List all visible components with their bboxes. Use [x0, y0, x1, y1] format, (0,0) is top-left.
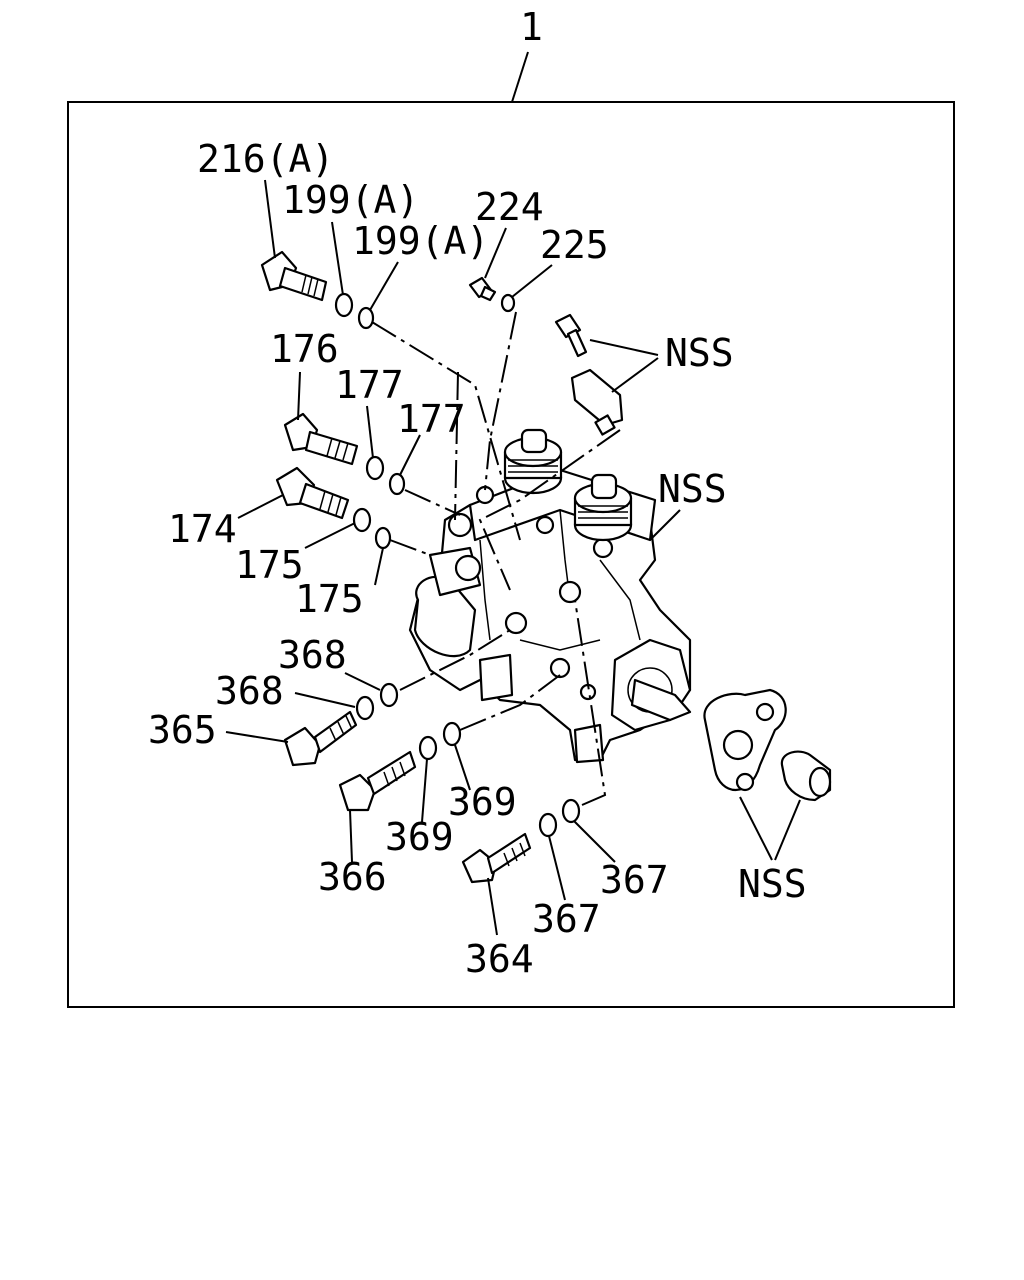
- washer-368-2: [355, 695, 375, 721]
- assembly-leader: [511, 51, 529, 103]
- washer-199a-1: [334, 292, 354, 318]
- washer-367-2: [561, 798, 581, 824]
- bolt-224: [468, 276, 497, 302]
- assembly-frame: [67, 101, 955, 1008]
- callout-nss-3: NSS: [738, 862, 807, 906]
- callout-224: 224: [475, 185, 544, 229]
- pump-top-unit-right: [573, 473, 633, 542]
- washer-177-1: [365, 455, 385, 481]
- sensor-bolt: [554, 313, 588, 358]
- pump-top-unit-left: [503, 428, 563, 495]
- callout-199a-1: 199(A): [282, 178, 419, 222]
- washer-175-1: [352, 507, 372, 533]
- callout-216a: 216(A): [197, 137, 334, 181]
- bolt-366: [338, 750, 417, 812]
- callout-365: 365: [148, 708, 217, 752]
- assembly-path-lines: [371, 311, 621, 806]
- callout-367-2: 367: [532, 897, 601, 941]
- callout-nss-1: NSS: [665, 331, 734, 375]
- washer-369-2: [442, 721, 462, 747]
- injection-pump-body: [408, 468, 692, 764]
- callout-366: 366: [318, 855, 387, 899]
- drive-flange-part: [703, 688, 787, 792]
- bolt-364: [461, 832, 532, 884]
- washer-369-1: [418, 735, 438, 761]
- callout-199a-2: 199(A): [352, 219, 489, 263]
- callout-367-1: 367: [600, 858, 669, 902]
- callout-369-1: 369: [448, 780, 517, 824]
- washer-177-2: [388, 472, 406, 496]
- callout-177-2: 177: [397, 397, 466, 441]
- callout-177-1: 177: [335, 363, 404, 407]
- callout-nss-2: NSS: [658, 467, 727, 511]
- washer-199a-2: [357, 306, 375, 330]
- assembly-number-label: 1: [520, 5, 543, 49]
- washer-175-2: [374, 526, 392, 550]
- callout-175-1: 175: [235, 543, 304, 587]
- callout-225: 225: [540, 223, 609, 267]
- washer-225: [500, 293, 516, 313]
- leader-lines: [225, 179, 801, 936]
- callout-364: 364: [465, 937, 534, 981]
- washer-368-1: [379, 682, 399, 708]
- callout-174: 174: [168, 507, 237, 551]
- callout-368-2: 368: [215, 669, 284, 713]
- callout-175-2: 175: [295, 577, 364, 621]
- bolt-216: [260, 250, 328, 302]
- bolt-365: [283, 710, 358, 767]
- bolt-174: [275, 466, 350, 520]
- callout-368-1: 368: [278, 633, 347, 677]
- callout-369-2: 369: [385, 815, 454, 859]
- bolt-176: [283, 412, 359, 466]
- sleeve-part: [780, 750, 832, 802]
- sensor-part: [570, 368, 624, 436]
- callout-176: 176: [270, 327, 339, 371]
- callout-labels: 216(A) 199(A) 199(A) 224 225 NSS 176 177…: [148, 137, 807, 981]
- washer-367-1: [538, 812, 558, 838]
